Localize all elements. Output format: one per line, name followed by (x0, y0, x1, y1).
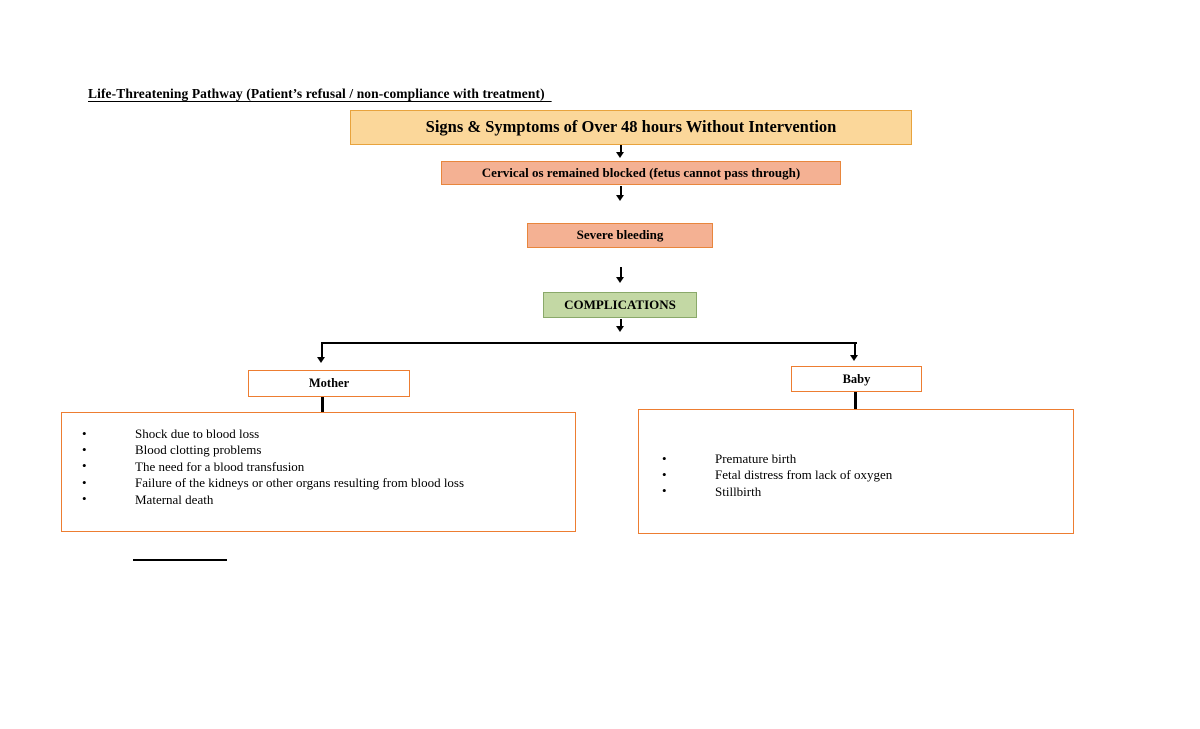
list-item-label: Blood clotting problems (135, 442, 262, 458)
list-item-label: Shock due to blood loss (135, 426, 260, 441)
mother-complications-box: • Shock due to blood loss • Blood clotti… (61, 412, 576, 532)
node-baby: Baby (791, 366, 922, 392)
connector-mother-to-list (321, 397, 324, 413)
connector-header-to-cervical (619, 145, 622, 154)
list-item: • Blood clotting problems (82, 442, 575, 458)
bullet-icon: • (82, 474, 87, 490)
bullet-icon: • (662, 483, 667, 499)
node-complications: COMPLICATIONS (543, 292, 697, 318)
list-item: • Failure of the kidneys or other organs… (82, 475, 575, 491)
node-signs-and-symptoms-label: Signs & Symptoms of Over 48 hours Withou… (425, 117, 837, 137)
list-item: • Premature birth (662, 451, 1073, 467)
branch-bus-line (322, 342, 857, 345)
page-title: Life-Threatening Pathway (Patient’s refu… (88, 86, 552, 101)
node-severe-bleeding: Severe bleeding (527, 223, 713, 248)
connector-complications-to-branch (619, 319, 622, 329)
node-mother-label: Mother (308, 376, 350, 391)
node-cervical-os-blocked-label: Cervical os remained blocked (fetus cann… (481, 164, 801, 180)
bullet-icon: • (662, 450, 667, 466)
connector-cervical-to-bleeding (619, 186, 622, 197)
connector-bleeding-to-complications (619, 267, 622, 279)
list-item-label: The need for a blood transfusion (135, 458, 305, 474)
arrow-head-icon (317, 357, 325, 363)
node-baby-label: Baby (842, 371, 871, 386)
list-item: • Shock due to blood loss (82, 426, 575, 442)
connector-branch-to-mother (321, 342, 324, 360)
node-cervical-os-blocked: Cervical os remained blocked (fetus cann… (441, 161, 841, 185)
arrow-head-icon (615, 277, 624, 283)
baby-complications-box: • Premature birth • Fetal distress from … (638, 409, 1074, 534)
list-item: • Fetal distress from lack of oxygen (662, 467, 1073, 483)
connector-baby-to-list (854, 392, 857, 410)
arrow-head-icon (615, 195, 624, 201)
arrow-head-icon (850, 355, 858, 361)
list-item-label: Premature birth (715, 451, 797, 466)
list-item: • Maternal death (82, 491, 575, 508)
bullet-icon: • (82, 441, 87, 457)
baby-complications-list: • Premature birth • Fetal distress from … (639, 410, 1073, 500)
bullet-icon: • (82, 425, 87, 441)
list-item-label: Stillbirth (715, 483, 762, 499)
node-mother: Mother (248, 370, 410, 397)
arrow-head-icon (615, 326, 624, 332)
list-item-label: Failure of the kidneys or other organs r… (135, 475, 465, 491)
footer-divider (133, 559, 227, 562)
node-complications-label: COMPLICATIONS (564, 296, 676, 312)
bullet-icon: • (82, 458, 87, 474)
list-item-label: Maternal death (135, 491, 214, 507)
list-item: • The need for a blood transfusion (82, 458, 575, 475)
list-item: • Stillbirth (662, 483, 1073, 500)
node-severe-bleeding-label: Severe bleeding (576, 227, 664, 243)
node-signs-and-symptoms: Signs & Symptoms of Over 48 hours Withou… (350, 110, 912, 145)
mother-complications-list: • Shock due to blood loss • Blood clotti… (62, 413, 575, 508)
connector-branch-to-baby (854, 342, 857, 358)
list-item-label: Fetal distress from lack of oxygen (715, 467, 893, 483)
bullet-icon: • (662, 466, 667, 482)
bullet-icon: • (82, 491, 87, 507)
arrow-head-icon (615, 152, 624, 158)
